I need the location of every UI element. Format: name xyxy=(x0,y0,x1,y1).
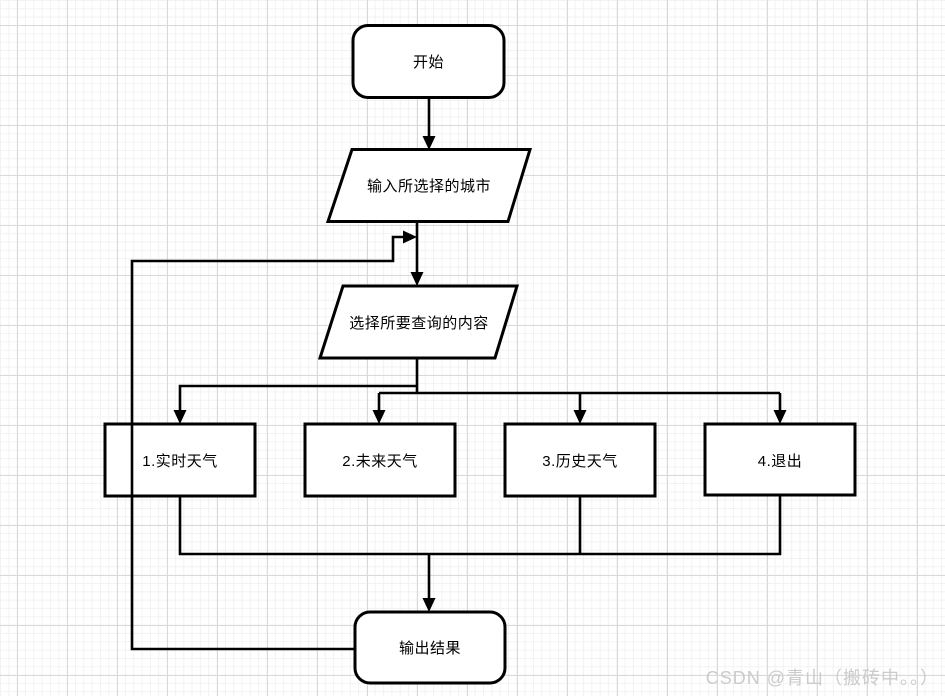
arrowhead-start-input xyxy=(422,136,436,150)
arrowhead-option1 xyxy=(173,410,187,424)
node-start xyxy=(351,24,506,99)
edge-branch-to-option1 xyxy=(178,384,417,414)
node-option4 xyxy=(703,422,857,497)
arrowhead-input-select xyxy=(410,272,424,286)
arrowhead-option2 xyxy=(372,410,386,424)
node-option1 xyxy=(103,422,257,498)
arrowhead-output xyxy=(422,598,436,612)
edge-loopback xyxy=(130,235,403,651)
arrowhead-option4 xyxy=(773,410,787,424)
node-option2 xyxy=(303,422,457,498)
node-select-content xyxy=(317,284,520,360)
arrowhead-option3 xyxy=(573,410,587,424)
node-output xyxy=(353,610,507,685)
arrowhead-loopback xyxy=(403,230,417,244)
csdn-watermark: CSDN @青山（搬砖中。。） xyxy=(705,668,939,688)
edge-merge-bar xyxy=(178,496,782,556)
node-option3 xyxy=(503,422,657,498)
node-input-city xyxy=(325,148,533,223)
